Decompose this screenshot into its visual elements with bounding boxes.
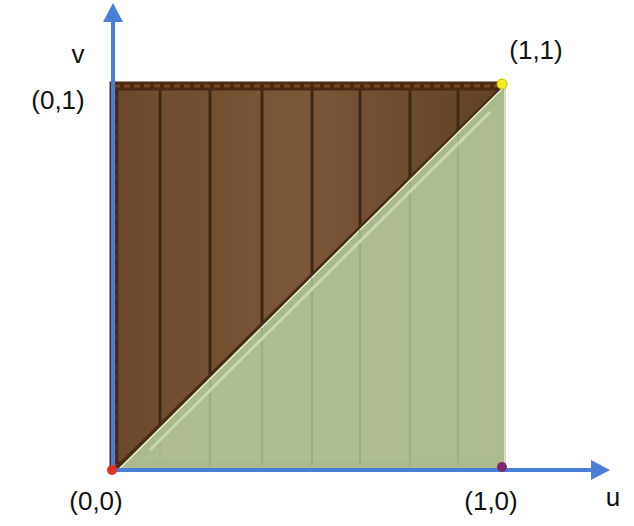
crate-texture bbox=[110, 82, 505, 470]
coordinate-label: (0,1) bbox=[31, 86, 84, 115]
axis-label: u bbox=[606, 483, 620, 512]
u-axis bbox=[110, 468, 594, 472]
u-axis-arrowhead bbox=[591, 460, 610, 480]
green-triangle bbox=[118, 86, 505, 470]
axis-label: v bbox=[72, 40, 85, 69]
corner-dot bbox=[497, 79, 507, 89]
v-axis bbox=[111, 18, 115, 472]
triangle-brace-edge bbox=[150, 112, 490, 450]
triangle-planks bbox=[210, 134, 458, 465]
coordinate-label: (1,0) bbox=[464, 487, 517, 516]
origin-dot bbox=[107, 465, 117, 475]
crate-diagonal-brace bbox=[112, 82, 505, 470]
v-axis-arrowhead bbox=[103, 3, 123, 22]
corner-dot bbox=[497, 462, 507, 472]
coordinate-label: (1,1) bbox=[509, 36, 562, 65]
coordinate-label: (0,0) bbox=[69, 487, 122, 516]
